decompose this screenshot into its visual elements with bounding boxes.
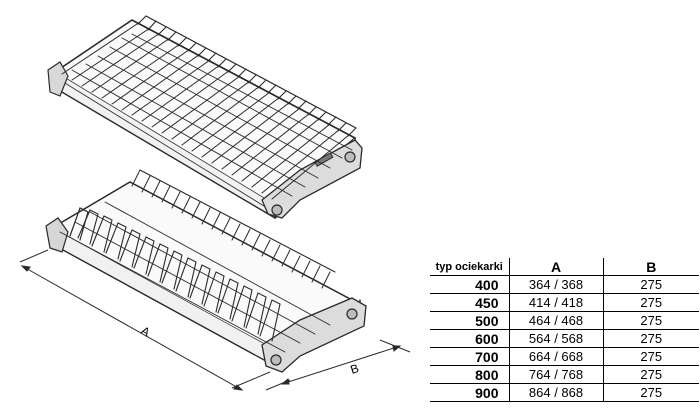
cell-b: 275 [603,383,699,402]
cell-a: 564 / 568 [509,329,604,348]
cell-typ: 450 [430,293,510,312]
header-a: A [509,258,604,276]
cell-a: 414 / 418 [509,293,604,312]
table-row: 700 664 / 668 275 [430,347,699,366]
cell-typ: 900 [430,383,510,402]
cell-a: 664 / 668 [509,347,604,366]
table-row: 400 364 / 368 275 [430,275,699,294]
dimension-lines [19,249,411,391]
table-row: 600 564 / 568 275 [430,329,699,348]
table-row: 450 414 / 418 275 [430,293,699,312]
cell-b: 275 [603,347,699,366]
header-typ-ociekarki: typ ociekarki [430,258,510,276]
cell-b: 275 [603,275,699,294]
dimension-a-line [21,265,243,391]
cell-typ: 500 [430,311,510,330]
cell-typ: 800 [430,365,510,384]
table-row: 500 464 / 468 275 [430,311,699,330]
dimension-b-label: B [349,361,361,377]
upper-rack [47,15,363,220]
table-header-row: typ ociekarki A B [430,258,699,276]
cell-b: 275 [603,311,699,330]
header-b: B [603,258,699,276]
dimension-b-line [281,345,401,385]
dimensions-table: typ ociekarki A B 400 364 / 368 275 450 … [430,258,699,402]
cell-b: 275 [603,329,699,348]
cell-typ: 700 [430,347,510,366]
cell-a: 864 / 868 [509,383,604,402]
cell-a: 464 / 468 [509,311,604,330]
cell-b: 275 [603,365,699,384]
cell-typ: 600 [430,329,510,348]
cell-typ: 400 [430,275,510,294]
table-row: 800 764 / 768 275 [430,365,699,384]
dimension-a-label: A [139,323,153,339]
cell-a: 764 / 768 [509,365,604,384]
cell-b: 275 [603,293,699,312]
cell-a: 364 / 368 [509,275,604,294]
table-row: 900 864 / 868 275 [430,383,699,402]
lower-rack [45,169,367,373]
